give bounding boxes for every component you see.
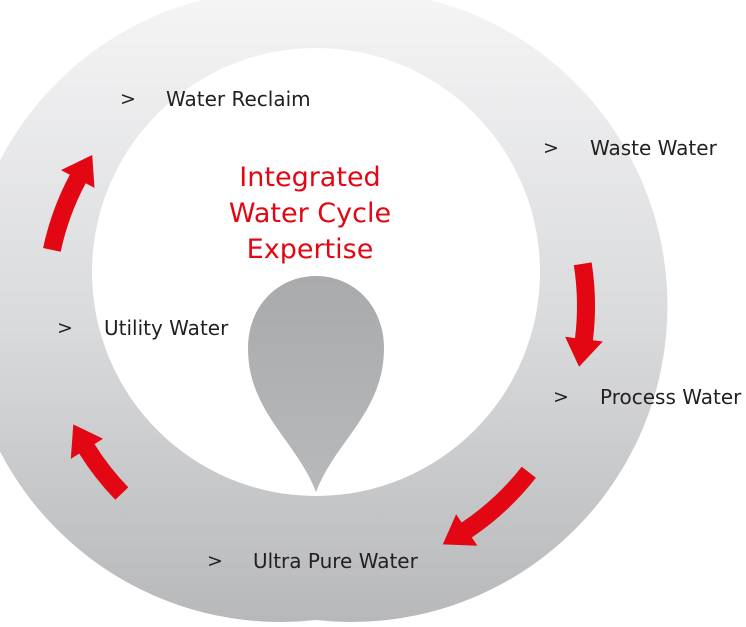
stage-water-reclaim: Water Reclaim xyxy=(166,87,311,111)
stage-utility-water: Utility Water xyxy=(104,316,229,340)
cycle-ring xyxy=(0,0,668,622)
chevron-right-icon: > xyxy=(57,317,73,339)
cycle-arrow-icon xyxy=(43,155,95,252)
chevron-right-icon: > xyxy=(120,88,136,110)
stage-waste-water: Waste Water xyxy=(590,136,717,160)
cycle-arrow-icon xyxy=(565,262,603,367)
cycle-arrow-icon xyxy=(70,424,129,500)
cycle-arrow-icon xyxy=(442,466,536,546)
stage-process-water: Process Water xyxy=(600,385,742,409)
title-line-3: Expertise xyxy=(246,234,374,265)
chevron-right-icon: > xyxy=(543,137,559,159)
diagram-title: Integrated Water Cycle Expertise xyxy=(190,160,430,268)
title-line-1: Integrated xyxy=(239,162,381,193)
chevron-right-icon: > xyxy=(207,550,223,572)
stage-ultra-pure-water: Ultra Pure Water xyxy=(253,549,418,573)
title-line-2: Water Cycle xyxy=(228,198,392,229)
water-drop-icon xyxy=(248,276,384,492)
cycle-arrows xyxy=(43,155,603,546)
chevron-right-icon: > xyxy=(553,386,569,408)
